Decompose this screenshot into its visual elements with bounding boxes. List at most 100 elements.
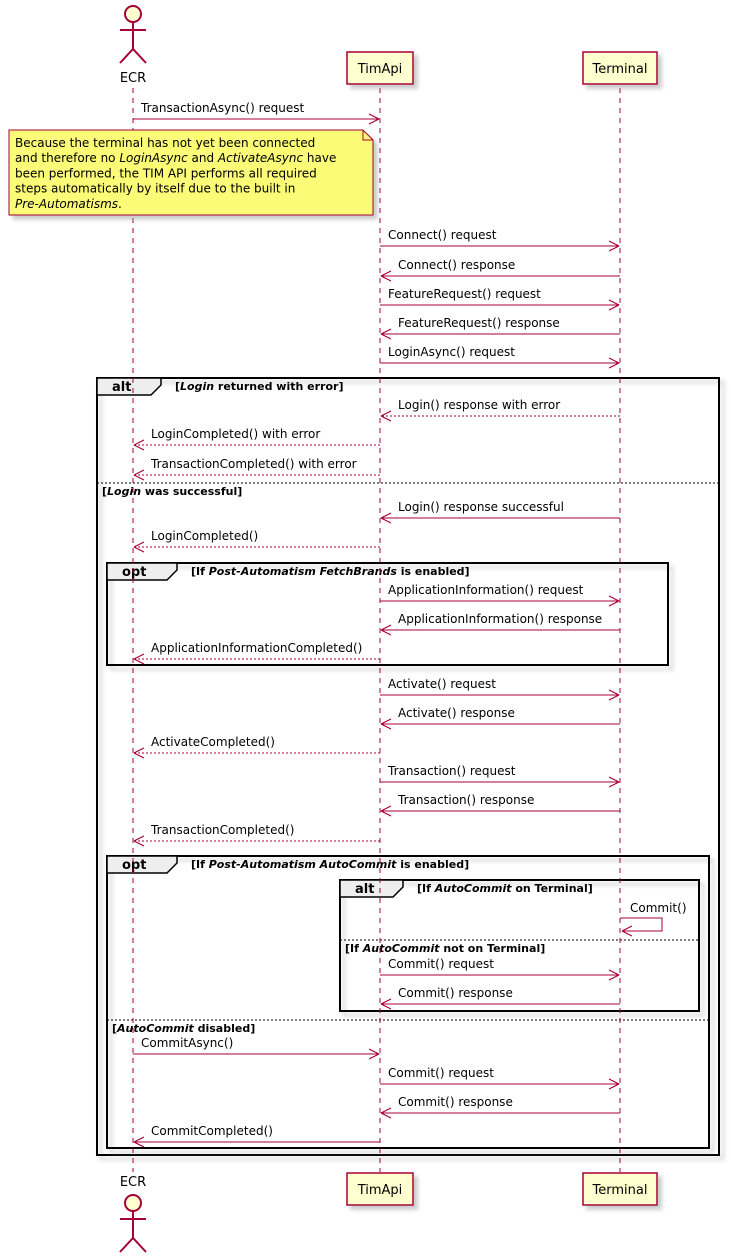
arrow-head bbox=[380, 328, 392, 340]
message-label: Commit() request bbox=[388, 957, 494, 971]
italic-run: ActivateAsync bbox=[217, 151, 304, 165]
text-run: steps automatically by itself due to the… bbox=[15, 182, 295, 196]
fragment-keyword: alt bbox=[355, 882, 374, 897]
fragment-frame bbox=[339, 879, 700, 1012]
arrow-head bbox=[608, 1078, 620, 1090]
message: CommitAsync() bbox=[133, 1036, 380, 1060]
ecr-actor: ECR bbox=[119, 1175, 147, 1253]
fragment-condition: [If AutoCommit on Terminal] bbox=[417, 882, 593, 895]
message: Commit() request bbox=[380, 957, 620, 981]
fragment-condition: [Login returned with error] bbox=[175, 380, 343, 393]
message-label: Commit() response bbox=[398, 1095, 513, 1109]
note-line: Because the terminal has not yet been co… bbox=[15, 136, 315, 150]
text-run: [ bbox=[112, 1022, 117, 1035]
fragment-condition: [If Post-Automatism FetchBrands is enabl… bbox=[191, 565, 470, 578]
italic-run: Login bbox=[107, 485, 141, 498]
participant-box bbox=[346, 1172, 414, 1206]
message: TransactionAsync() request bbox=[133, 101, 380, 125]
arrow-head bbox=[133, 1136, 145, 1148]
note-body bbox=[8, 129, 374, 216]
participant-box bbox=[582, 1172, 658, 1206]
message: ApplicationInformationCompleted() bbox=[133, 641, 380, 665]
participant-label: TimApi bbox=[357, 1183, 403, 1198]
message: Login() response with error bbox=[380, 398, 620, 422]
note-line: and therefore no LoginAsync and Activate… bbox=[15, 151, 336, 165]
actor-head bbox=[124, 5, 142, 23]
text-run: not on Terminal] bbox=[440, 942, 546, 955]
arrow-head bbox=[133, 653, 145, 665]
message: LoginCompleted() bbox=[133, 529, 380, 553]
arrow-head bbox=[608, 595, 620, 607]
arrow-head bbox=[380, 270, 392, 282]
text-run: [If bbox=[345, 942, 363, 955]
message-label: LoginCompleted() with error bbox=[151, 427, 320, 441]
message-label: CommitAsync() bbox=[141, 1036, 233, 1050]
fragment-keyword: opt bbox=[122, 858, 146, 873]
fragment-condition: [If Post-Automatism AutoCommit is enable… bbox=[191, 858, 469, 871]
alt-terminal-fragment: alt[If AutoCommit on Terminal][If AutoCo… bbox=[339, 879, 700, 1012]
message: ActivateCompleted() bbox=[133, 735, 380, 759]
text-run: have bbox=[303, 151, 336, 165]
message: Login() response successful bbox=[380, 500, 620, 524]
note-line: been performed, the TIM API performs all… bbox=[15, 166, 317, 180]
message-label: ApplicationInformation() request bbox=[388, 583, 584, 597]
message: CommitCompleted() bbox=[133, 1124, 380, 1148]
actor-legs bbox=[119, 1236, 147, 1253]
message: FeatureRequest() request bbox=[380, 287, 620, 311]
arrow-head bbox=[621, 925, 633, 937]
participant-label: Terminal bbox=[592, 1183, 648, 1198]
else-condition: [If AutoCommit not on Terminal] bbox=[345, 942, 545, 955]
italic-run: AutoCommit bbox=[362, 942, 440, 955]
note-line: steps automatically by itself due to the… bbox=[15, 182, 295, 196]
arrow-head bbox=[133, 439, 145, 451]
arrow-head bbox=[608, 299, 620, 311]
text-run: is enabled] bbox=[396, 858, 469, 871]
message-label: Login() response with error bbox=[398, 398, 560, 412]
italic-run: Login bbox=[180, 380, 214, 393]
message-label: Commit() bbox=[630, 901, 687, 915]
arrow-head bbox=[380, 512, 392, 524]
message-label: TransactionAsync() request bbox=[140, 101, 305, 115]
self-message-line bbox=[620, 917, 663, 932]
text-run: [If bbox=[417, 882, 435, 895]
arrow-head bbox=[368, 113, 380, 125]
message-label: ActivateCompleted() bbox=[151, 735, 275, 749]
timapi-participant-top: TimApi bbox=[346, 51, 414, 85]
actor-legs bbox=[119, 47, 147, 64]
fragment-frame bbox=[106, 562, 669, 666]
message-label: TransactionCompleted() bbox=[150, 823, 294, 837]
message-label: Login() response successful bbox=[398, 500, 564, 514]
text-run: . bbox=[118, 197, 122, 211]
message-label: LoginAsync() request bbox=[388, 345, 515, 359]
text-run: returned with error] bbox=[214, 380, 343, 393]
fragment-tab bbox=[106, 855, 178, 874]
italic-run: AutoCommit bbox=[116, 1022, 194, 1035]
fragment-keyword: alt bbox=[112, 380, 131, 395]
fragment-frame bbox=[106, 855, 710, 1149]
message: Commit() bbox=[620, 901, 687, 937]
arrow-head bbox=[608, 969, 620, 981]
terminal-participant-bottom: Terminal bbox=[582, 1172, 658, 1206]
message: ApplicationInformation() response bbox=[380, 612, 620, 636]
text-run: and bbox=[188, 151, 218, 165]
arrow-head bbox=[368, 1048, 380, 1060]
message: TransactionCompleted() with error bbox=[133, 457, 380, 481]
alt-login-fragment: alt[Login returned with error][Login was… bbox=[96, 377, 720, 1156]
text-run: [If bbox=[191, 565, 209, 578]
participant-box bbox=[582, 51, 658, 85]
message: Connect() request bbox=[380, 228, 620, 252]
message: ApplicationInformation() request bbox=[380, 583, 620, 607]
message-label: Activate() request bbox=[388, 677, 496, 691]
arrow-head bbox=[133, 541, 145, 553]
actor-label: ECR bbox=[120, 1175, 146, 1190]
arrow-head bbox=[380, 718, 392, 730]
fragment-tab bbox=[96, 377, 162, 396]
message-label: ApplicationInformationCompleted() bbox=[151, 641, 362, 655]
arrow-head bbox=[380, 410, 392, 422]
actor-head bbox=[124, 1194, 142, 1212]
actor-label: ECR bbox=[120, 71, 146, 86]
arrow-head bbox=[380, 1107, 392, 1119]
message-label: Transaction() response bbox=[397, 793, 534, 807]
arrow-head bbox=[608, 689, 620, 701]
